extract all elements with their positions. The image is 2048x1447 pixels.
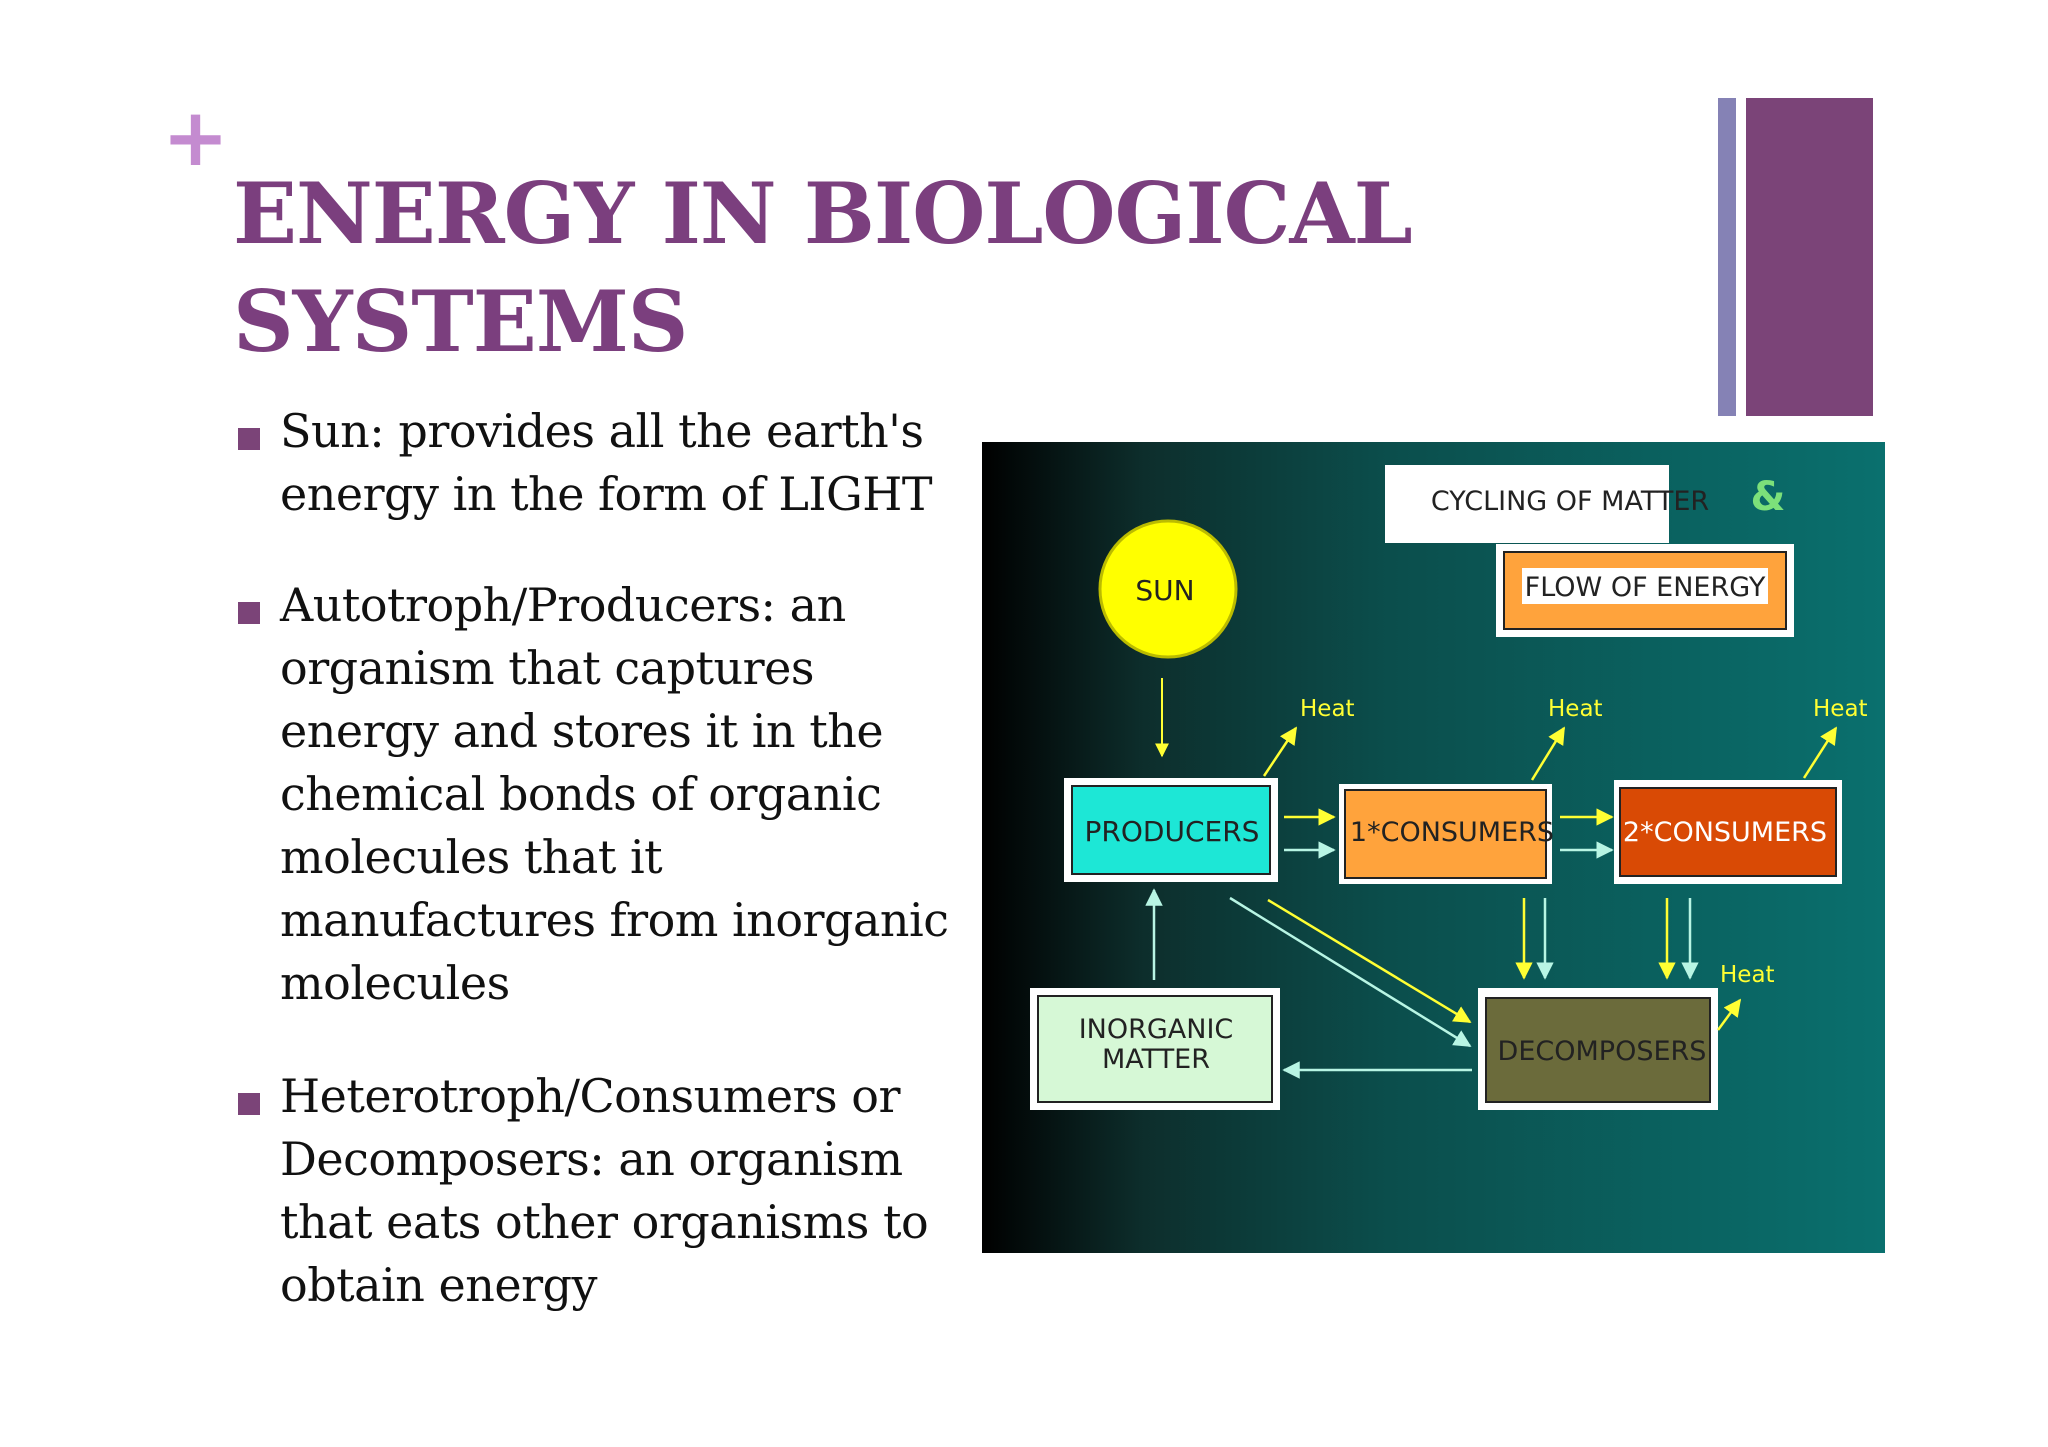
legend-flow-label: FLOW OF ENERGY <box>1525 572 1766 603</box>
plus-mark: + <box>162 91 230 184</box>
decomposers-heat-label: Heat <box>1720 962 1775 988</box>
bullet-heterotroph: Heterotroph/Consumers or Decomposers: an… <box>238 1065 968 1317</box>
energy-flow-diagram: CYCLING OF MATTER & FLOW OF ENERGY SUN P… <box>982 442 1885 1253</box>
inorganic-node <box>1037 995 1273 1103</box>
consumers2-node <box>1619 787 1837 877</box>
legend-ampersand: & <box>1751 474 1786 520</box>
consumers2-label: 2*CONSUMERS <box>1623 817 1827 848</box>
decomposers-label: DECOMPOSERS <box>1498 1036 1707 1067</box>
consumers1-node <box>1344 789 1547 879</box>
legend-flow-label-bg <box>1522 568 1768 604</box>
sun-label: SUN <box>1135 574 1194 607</box>
consumers2-heat-arrow <box>1802 726 1838 779</box>
inorganic-label-line1: INORGANIC <box>1079 1014 1234 1045</box>
legend-cycling-label: CYCLING OF MATTER <box>1431 486 1709 517</box>
producers-to-decomposers-matter-arrow <box>1229 896 1472 1048</box>
accent-bar-thin <box>1718 98 1736 416</box>
accent-bar-thick <box>1746 98 1873 416</box>
producers-node <box>1071 785 1271 875</box>
bullet-list: Sun: provides all the earth's energy in … <box>238 400 968 1317</box>
slide-title: ENERGY IN BIOLOGICAL SYSTEMS <box>233 164 1413 371</box>
inorganic-label-line2: MATTER <box>1102 1044 1210 1075</box>
consumers1-label: 1*CONSUMERS <box>1350 817 1554 848</box>
producers-heat-arrow <box>1262 726 1298 777</box>
legend-cycling-box <box>1385 465 1669 543</box>
decomposers-heat-arrow <box>1716 998 1742 1031</box>
bullet-autotroph: Autotroph/Producers: an organism that ca… <box>238 574 968 1015</box>
producers-heat-label: Heat <box>1300 696 1355 722</box>
consumers2-heat-label: Heat <box>1813 696 1868 722</box>
consumers1-heat-arrow <box>1530 726 1566 781</box>
consumers1-heat-label: Heat <box>1548 696 1603 722</box>
decomposers-node <box>1485 997 1711 1103</box>
bullet-sun: Sun: provides all the earth's energy in … <box>238 400 968 526</box>
producers-label: PRODUCERS <box>1085 815 1260 848</box>
producers-to-decomposers-energy-arrow <box>1267 898 1472 1024</box>
sun-node <box>1098 519 1238 659</box>
